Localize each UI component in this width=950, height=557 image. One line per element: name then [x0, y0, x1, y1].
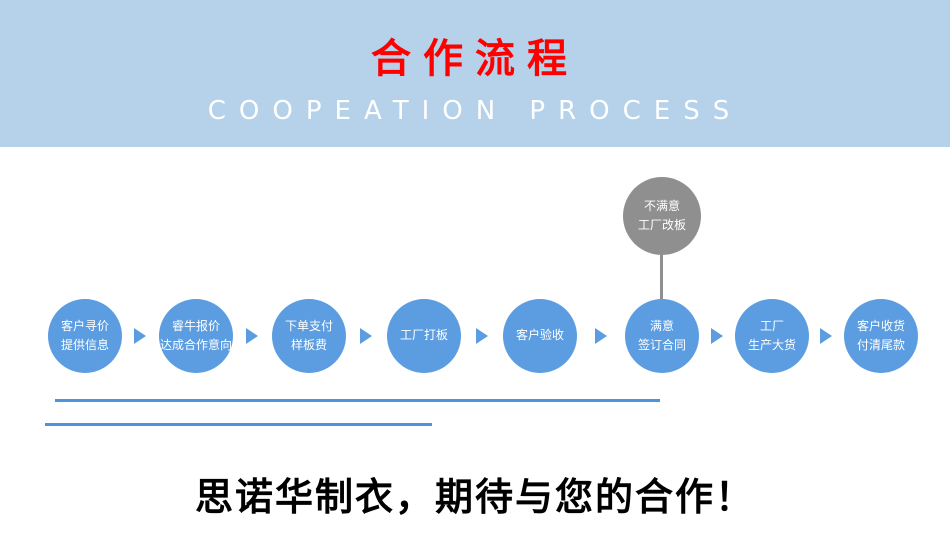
arrow-right-icon [360, 328, 372, 344]
flow-step-8: 客户收货 付清尾款 [844, 299, 918, 373]
flow-step-7: 工厂 生产大货 [735, 299, 809, 373]
flow-node-label: 不满意 [643, 198, 680, 213]
flow-step-label: 下单支付 [284, 318, 333, 333]
flow-step-3: 下单支付 样板费 [272, 299, 346, 373]
flow-step-label: 客户验收 [515, 328, 564, 343]
arrow-right-icon [595, 328, 607, 344]
flow-step-4: 工厂打板 [387, 299, 461, 373]
flow-step-label: 客户寻价 [60, 318, 109, 333]
arrow-right-icon [246, 328, 258, 344]
flow-step-label: 满意 [649, 318, 674, 333]
flow-step-label: 睿牛报价 [171, 318, 220, 333]
flow-step-label: 达成合作意向 [159, 338, 232, 352]
page-title: 合作流程 [371, 36, 579, 82]
flow-step-label: 工厂打板 [399, 328, 448, 343]
slogan-text: 思诺华制衣，期待与您的合作！ [194, 475, 755, 519]
flow-step-label: 生产大货 [747, 338, 796, 352]
decorative-line-2 [45, 423, 432, 426]
flow-node-label: 工厂改板 [637, 218, 686, 232]
flow-step-2: 睿牛报价 达成合作意向 [159, 299, 233, 373]
flow-step-label: 付清尾款 [856, 338, 905, 352]
decorative-line-1 [55, 399, 660, 402]
arrow-right-icon [134, 328, 146, 344]
flow-step-label: 样板费 [290, 338, 327, 352]
banner: 合作流程 COOPEATION PROCESS [0, 0, 950, 147]
flow-step-label: 工厂 [759, 318, 784, 333]
flow-step-5: 客户验收 [503, 299, 577, 373]
flow-step-1: 客户寻价 提供信息 [48, 299, 122, 373]
arrow-right-icon [476, 328, 488, 344]
flow-step-6: 满意 签订合同 [625, 299, 699, 373]
page-subtitle: COOPEATION PROCESS [207, 96, 743, 126]
flow-step-label: 客户收货 [856, 318, 905, 333]
flow-node-reject: 不满意 工厂改板 [623, 177, 701, 255]
flow-step-label: 提供信息 [60, 338, 109, 352]
flow-step-label: 签订合同 [637, 338, 686, 352]
arrow-right-icon [820, 328, 832, 344]
reject-connector-line [660, 255, 663, 300]
arrow-right-icon [711, 328, 723, 344]
